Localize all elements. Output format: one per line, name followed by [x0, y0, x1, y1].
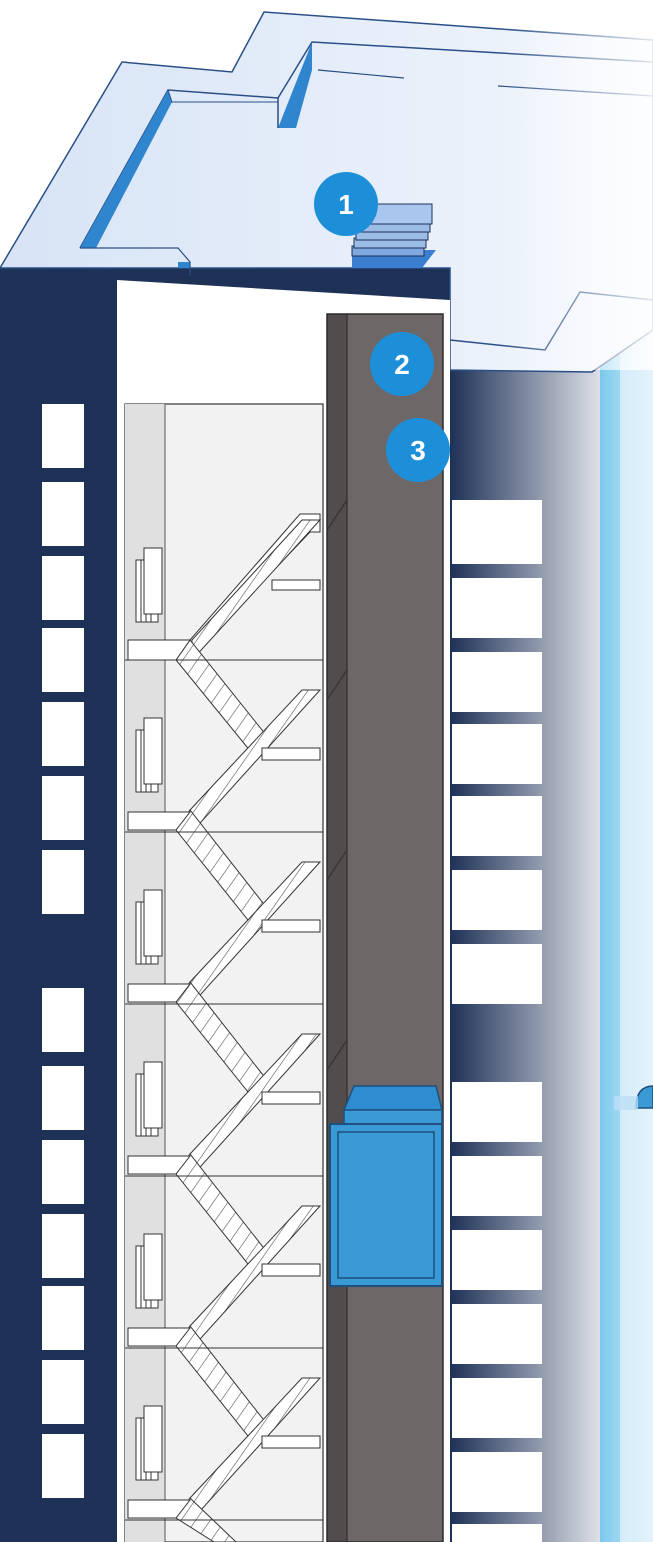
elevator-car-icon: [330, 1086, 442, 1286]
elevator-shaft: [327, 314, 443, 1542]
marker-2[interactable]: 2: [370, 332, 434, 396]
marker-1[interactable]: 1: [314, 172, 378, 236]
marker-1-label: 1: [338, 189, 354, 220]
marker-2-label: 2: [394, 349, 410, 380]
marker-3[interactable]: 3: [386, 418, 450, 482]
glass-facade: [592, 330, 653, 1542]
marker-3-label: 3: [410, 435, 426, 466]
